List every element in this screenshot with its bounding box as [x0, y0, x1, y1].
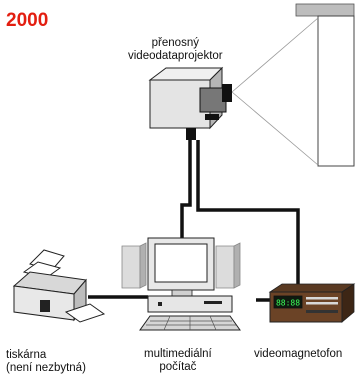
vcr-icon [268, 283, 356, 323]
year-label: 2000 [6, 10, 49, 31]
printer-label: tiskárna (není nezbytná) [6, 349, 86, 374]
cables [88, 140, 300, 302]
screen-icon [295, 3, 355, 167]
projector-icon [148, 66, 232, 140]
vcr-label: videomagnetofon [254, 348, 343, 360]
computer-icon [147, 237, 233, 313]
keyboard-icon [139, 315, 241, 331]
projector-label: přenosný videodataprojektor [128, 37, 223, 62]
printer-icon [12, 249, 106, 323]
vcr-display-text: 88:88 [276, 299, 300, 308]
computer-label: multimediální počítač [144, 348, 212, 373]
speaker-icon [121, 242, 241, 289]
projection-beam [231, 17, 319, 166]
